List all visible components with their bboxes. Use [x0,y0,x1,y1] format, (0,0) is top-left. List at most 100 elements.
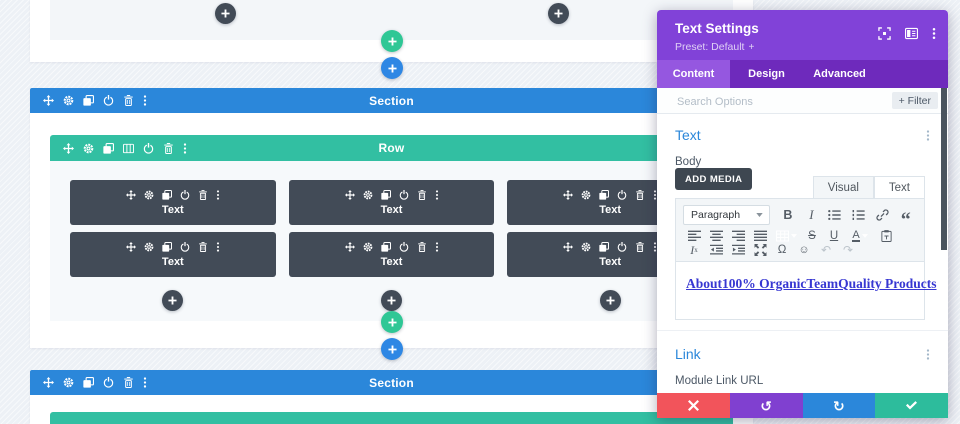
options-ellipsis-icon[interactable] [435,189,439,200]
column-structure-icon[interactable] [123,143,134,154]
duplicate-icon[interactable] [599,241,610,252]
text-group-title[interactable]: Text [675,127,701,143]
section-bar[interactable]: Section [30,88,753,113]
emoji-icon[interactable]: ☺ [798,244,810,256]
settings-icon[interactable] [63,377,74,388]
underline-icon[interactable]: U [829,229,839,242]
trash-icon[interactable] [635,189,645,200]
options-ellipsis-icon[interactable] [183,142,187,154]
bold-icon[interactable]: B [783,208,793,222]
panel-header[interactable]: Text Settings Preset: Default+ [657,10,948,60]
settings-icon[interactable] [363,190,373,200]
paste-as-text-icon[interactable] [875,228,897,243]
indent-icon[interactable] [727,243,749,258]
duplicate-icon[interactable] [599,189,610,200]
text-color-icon[interactable]: A [845,228,875,243]
expand-modal-icon[interactable] [878,27,891,40]
align-left-icon[interactable] [683,228,705,243]
duplicate-icon[interactable] [162,241,172,252]
section-bar[interactable]: Section [30,370,753,395]
settings-icon[interactable] [144,190,154,200]
add-section-button[interactable] [381,57,403,79]
text-module[interactable]: Text [288,232,495,277]
editor-tab-text[interactable]: Text [873,176,925,198]
power-icon[interactable] [180,189,190,200]
duplicate-icon[interactable] [380,189,391,200]
trash-icon[interactable] [163,142,174,154]
power-icon[interactable] [617,189,627,200]
trash-icon[interactable] [635,241,645,252]
move-icon[interactable] [344,241,355,252]
dock-panel-icon[interactable] [905,27,918,40]
redo-icon[interactable]: ↷ [842,243,854,257]
move-icon[interactable] [63,142,74,154]
paragraph-style-dropdown[interactable]: Paragraph [683,205,770,225]
options-ellipsis-icon[interactable] [653,241,657,252]
preset-label[interactable]: Preset: Default+ [675,41,755,53]
add-row-button[interactable] [381,311,403,333]
options-ellipsis-icon[interactable] [216,189,220,200]
settings-icon[interactable] [581,242,591,252]
power-icon[interactable] [103,95,114,106]
power-icon[interactable] [143,142,154,154]
save-button[interactable] [875,393,948,418]
text-module[interactable]: Text [70,180,276,225]
justify-icon[interactable] [749,228,771,243]
move-icon[interactable] [43,95,54,106]
move-icon[interactable] [563,241,574,252]
settings-icon[interactable] [144,242,154,252]
link-group-title[interactable]: Link [675,346,701,362]
text-group-options-icon[interactable] [926,129,930,141]
power-icon[interactable] [180,241,190,252]
undo-icon[interactable]: ↶ [820,243,832,257]
redo-button[interactable]: ↻ [802,393,876,418]
panel-scrollbar-thumb[interactable] [941,88,947,250]
text-module[interactable]: Text [70,232,276,277]
power-icon[interactable] [399,241,409,252]
add-row-button[interactable] [381,30,403,52]
trash-icon[interactable] [123,377,134,388]
move-icon[interactable] [43,377,54,388]
numbered-list-icon[interactable] [847,208,870,223]
editor-content-area[interactable]: About100% OrganicTeamQuality Products [675,262,937,320]
trash-icon[interactable] [123,95,134,106]
options-ellipsis-icon[interactable] [653,189,657,200]
power-icon[interactable] [103,377,114,388]
add-section-button[interactable] [381,338,403,360]
blockquote-icon[interactable]: “ [900,208,911,231]
filter-button[interactable]: + Filter [891,92,938,109]
move-icon[interactable] [344,189,355,200]
settings-icon[interactable] [581,190,591,200]
undo-button[interactable]: ↺ [729,393,803,418]
settings-icon[interactable] [363,242,373,252]
trash-icon[interactable] [198,189,208,200]
settings-icon[interactable] [83,143,94,154]
options-ellipsis-icon[interactable] [143,95,147,106]
tab-advanced[interactable]: Advanced [813,68,866,80]
strikethrough-icon[interactable]: S [808,229,816,242]
duplicate-icon[interactable] [103,142,114,154]
trash-icon[interactable] [417,241,427,252]
content-link-text[interactable]: About100% OrganicTeamQuality Products [686,276,937,291]
align-center-icon[interactable] [705,228,727,243]
add-module-button[interactable] [162,290,184,311]
insert-link-icon[interactable] [871,208,894,223]
power-icon[interactable] [399,189,409,200]
duplicate-icon[interactable] [83,377,94,388]
outdent-icon[interactable] [705,243,727,258]
italic-icon[interactable]: I [809,207,814,222]
text-module[interactable]: Text [288,180,495,225]
duplicate-icon[interactable] [162,189,172,200]
bullet-list-icon[interactable] [824,208,847,223]
tab-content[interactable]: Content [657,60,730,88]
editor-tab-visual[interactable]: Visual [812,176,874,198]
panel-menu-icon[interactable] [932,27,936,40]
options-ellipsis-icon[interactable] [143,377,147,388]
settings-icon[interactable] [63,95,74,106]
options-ellipsis-icon[interactable] [435,241,439,252]
add-module-button[interactable] [215,3,236,24]
trash-icon[interactable] [417,189,427,200]
tab-design[interactable]: Design [748,68,785,80]
power-icon[interactable] [617,241,627,252]
add-module-button[interactable] [381,290,402,311]
